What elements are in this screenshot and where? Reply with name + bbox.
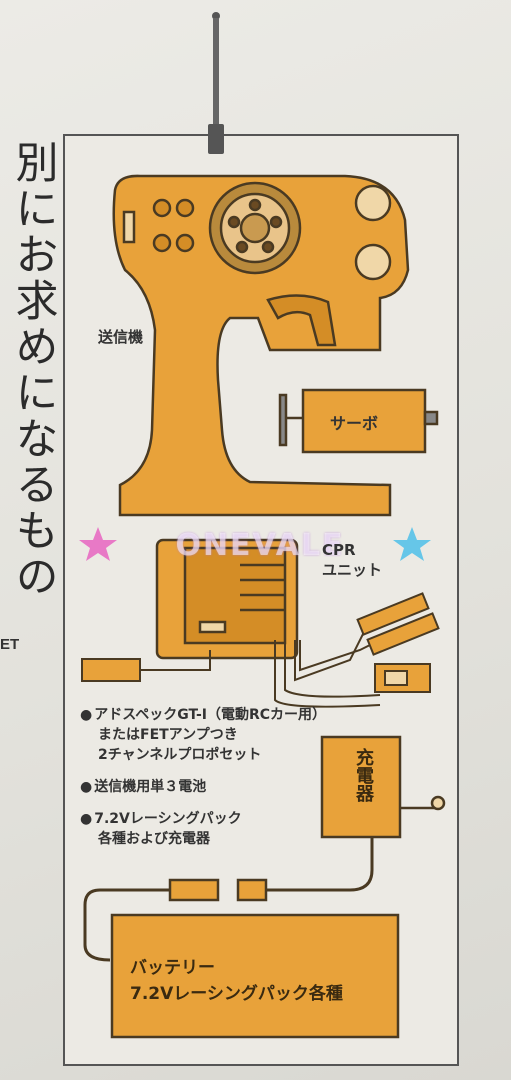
watermark-text: ONEVALE xyxy=(175,528,345,563)
battery-label: バッテリー 7.2Vレーシングパック各種 xyxy=(130,955,343,1007)
charger-label: 充電器 xyxy=(353,748,374,802)
list-item-1-line3: 2チャンネルプロポセット xyxy=(98,747,262,763)
bullet-icon: ● xyxy=(80,707,93,723)
cropped-edge-text: ET xyxy=(0,636,20,653)
cpr-label-line1: CPR xyxy=(322,541,356,559)
list-item-2: 送信機用単３電池 xyxy=(94,779,207,795)
battery-label-line2: 7.2Vレーシングパック各種 xyxy=(130,984,343,1004)
antenna-icon xyxy=(208,12,224,154)
cpr-unit-icon xyxy=(155,538,299,660)
list-item: ●7.2Vレーシングパック 各種および充電器 xyxy=(80,809,330,849)
connector-icon xyxy=(81,592,440,693)
star-icon xyxy=(79,527,431,561)
list-item-1-line1: アドスペックGT-I（電動RCカー用） xyxy=(94,707,327,723)
battery-label-line1: バッテリー xyxy=(130,958,215,978)
requirements-list: ●アドスペックGT-I（電動RCカー用） またはFETアンプつき 2チャンネルプ… xyxy=(80,705,330,861)
charger-icon xyxy=(236,735,446,902)
list-item: ●アドスペックGT-I（電動RCカー用） またはFETアンプつき 2チャンネルプ… xyxy=(80,705,330,765)
list-item-3-line1: 7.2Vレーシングパック xyxy=(94,811,242,827)
battery-icon xyxy=(83,878,400,1039)
list-item-3-line2: 各種および充電器 xyxy=(98,831,210,847)
bullet-icon: ● xyxy=(80,811,93,827)
servo-icon xyxy=(278,388,439,454)
bullet-icon: ● xyxy=(80,779,93,795)
page-title: 別にお求めになるもの xyxy=(8,140,58,600)
cpr-label-line2: ユニット xyxy=(322,561,383,579)
cpr-unit-label: CPR ユニット xyxy=(322,540,382,580)
transmitter-label: 送信機 xyxy=(98,328,144,346)
servo-label: サーボ xyxy=(330,414,379,433)
list-item: ●送信機用単３電池 xyxy=(80,777,330,797)
transmitter-icon xyxy=(112,174,410,517)
list-item-1-line2: またはFETアンプつき xyxy=(98,727,238,743)
